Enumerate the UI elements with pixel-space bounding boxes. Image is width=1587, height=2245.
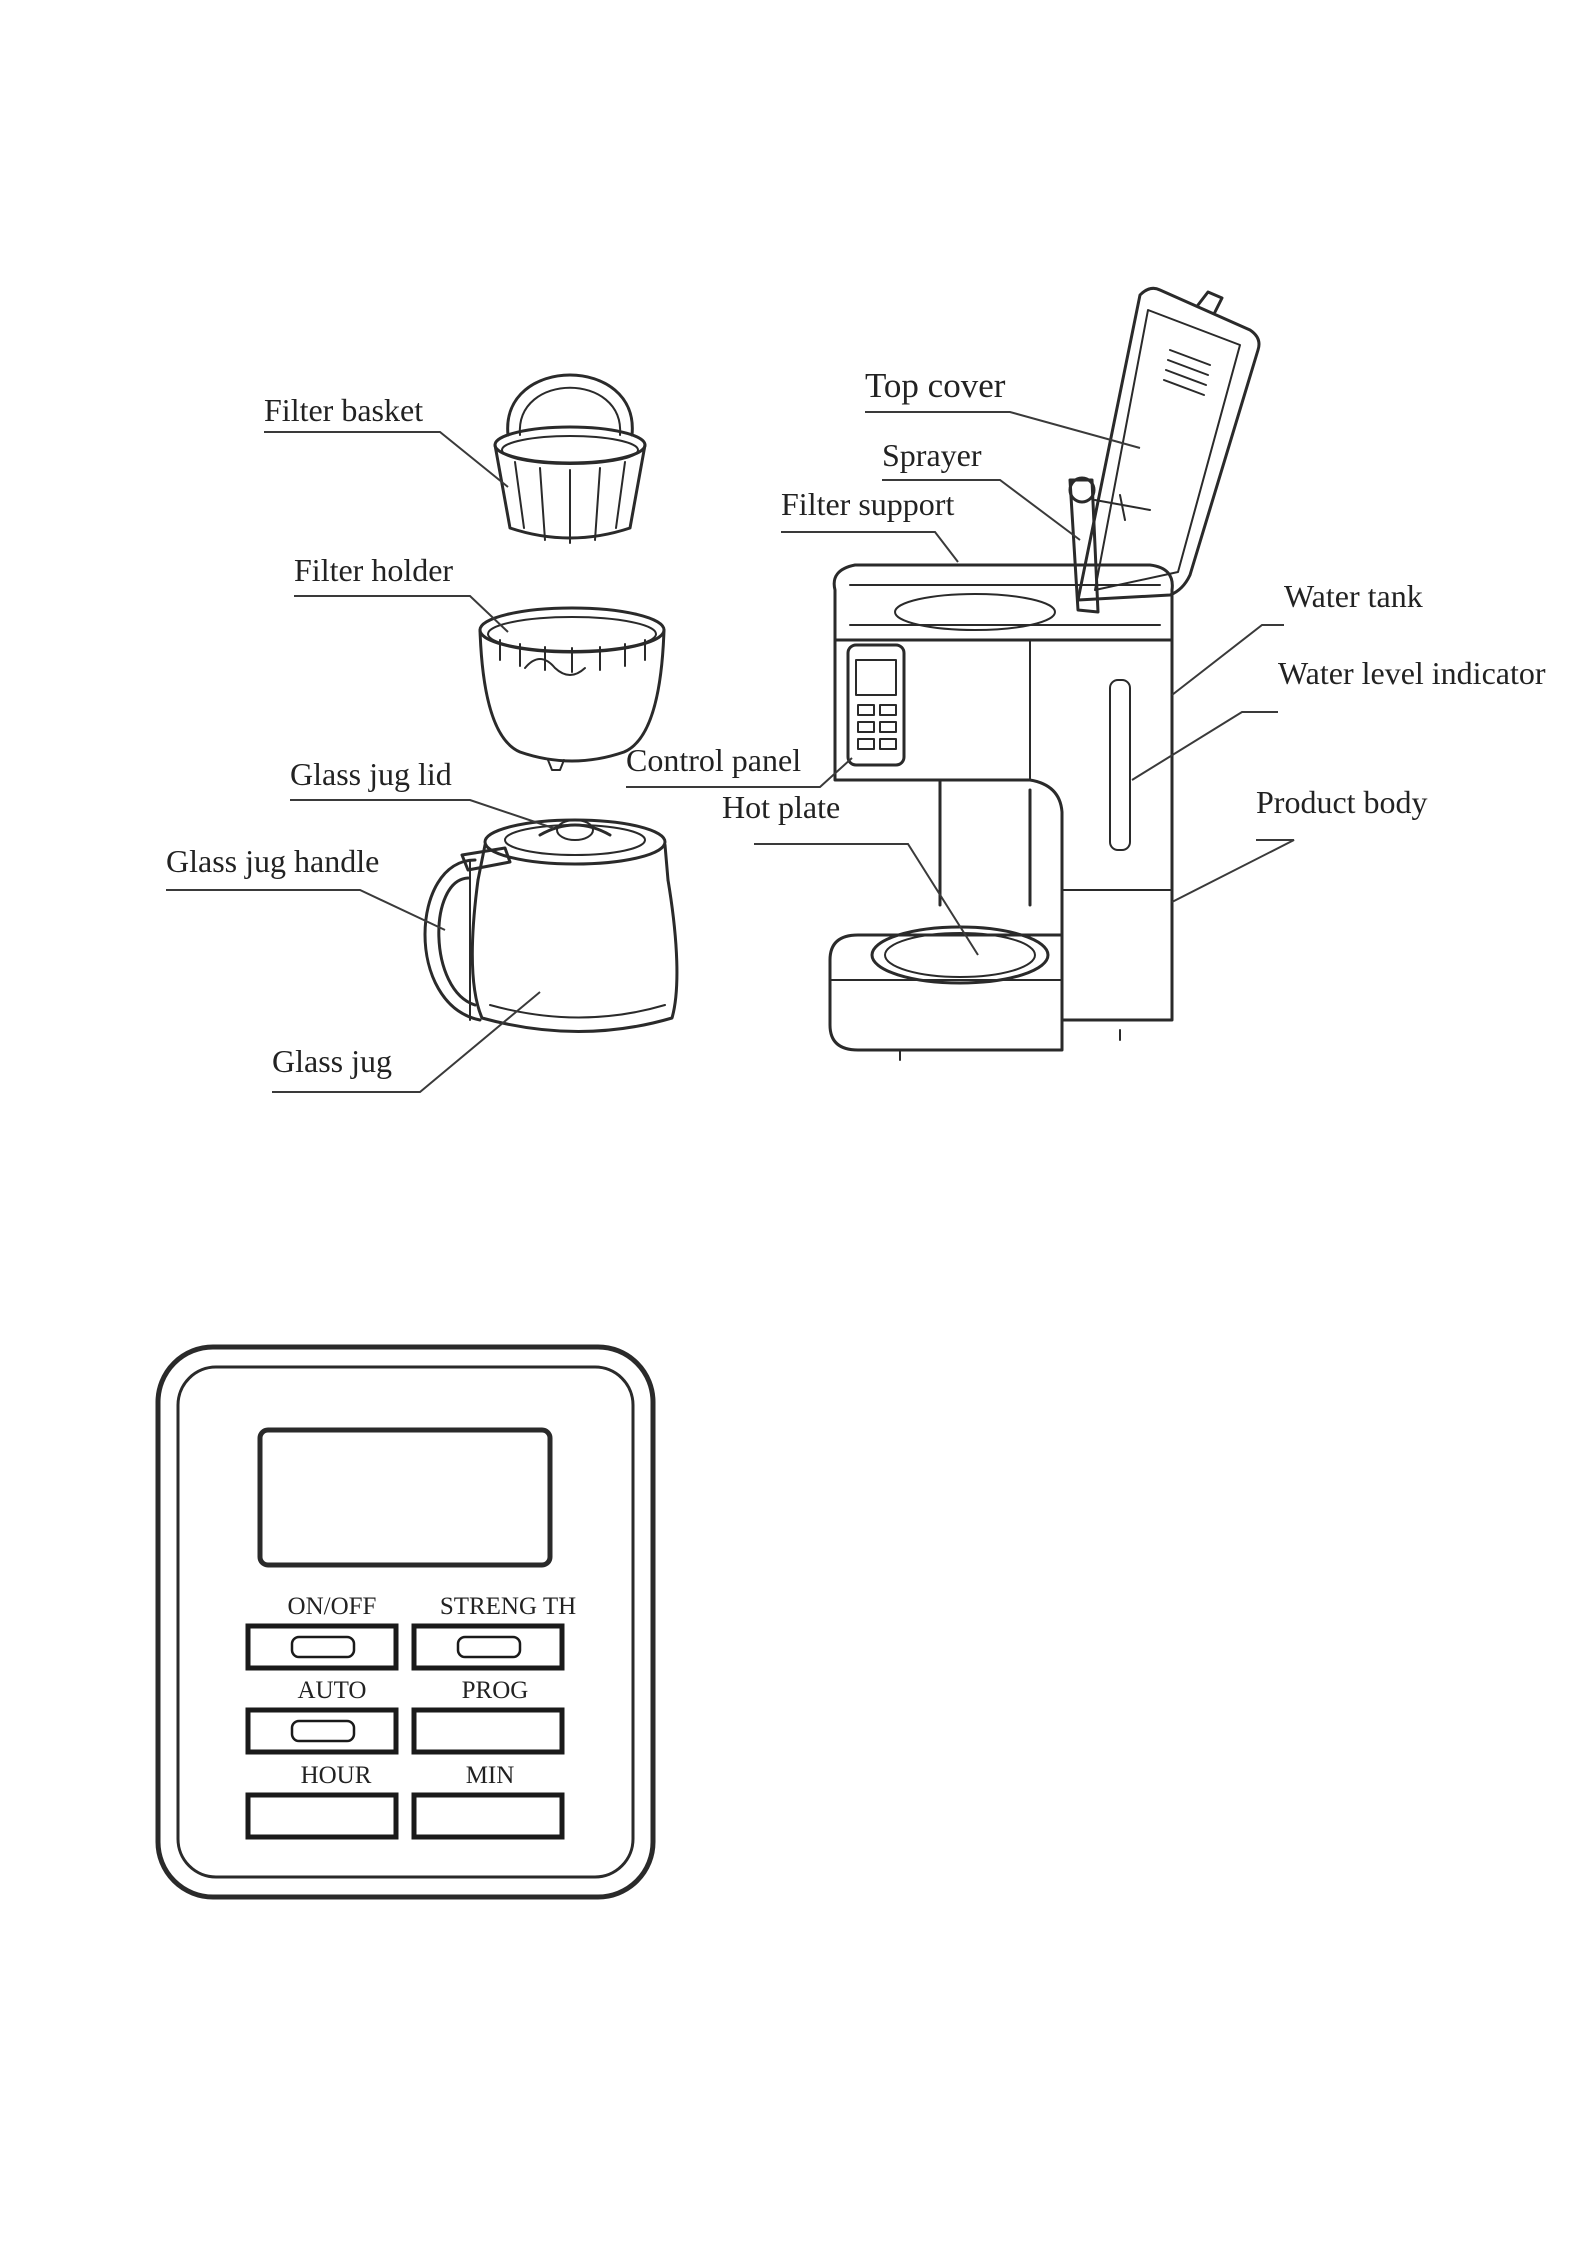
strength-indicator-icon bbox=[458, 1637, 520, 1657]
label-water-level-indicator: Water level indicator bbox=[1278, 655, 1546, 691]
label-hot-plate: Hot plate bbox=[722, 789, 840, 825]
label-control-panel: Control panel bbox=[626, 742, 801, 778]
min-button[interactable] bbox=[414, 1795, 562, 1837]
strength-button[interactable] bbox=[414, 1626, 562, 1668]
control-panel-detail: ON/OFF STRENG TH AUTO PROG HOUR MIN bbox=[158, 1347, 653, 1897]
leader-filter-basket bbox=[264, 432, 508, 487]
display-screen bbox=[260, 1430, 550, 1565]
label-hour: HOUR bbox=[301, 1762, 372, 1789]
on-off-indicator-icon bbox=[292, 1637, 354, 1657]
label-product-body: Product body bbox=[1256, 784, 1428, 820]
glass-jug-drawing bbox=[425, 820, 677, 1032]
prog-button[interactable] bbox=[414, 1710, 562, 1752]
label-glass-jug-handle: Glass jug handle bbox=[166, 843, 379, 879]
label-filter-basket: Filter basket bbox=[264, 392, 423, 428]
label-filter-support: Filter support bbox=[781, 486, 954, 522]
hour-button[interactable] bbox=[248, 1795, 396, 1837]
leader-filter-support bbox=[781, 532, 958, 562]
label-auto: AUTO bbox=[298, 1677, 367, 1704]
label-water-tank: Water tank bbox=[1284, 578, 1423, 614]
leader-glass-jug-handle bbox=[166, 890, 445, 930]
label-glass-jug: Glass jug bbox=[272, 1043, 392, 1079]
auto-button[interactable] bbox=[248, 1710, 396, 1752]
filter-basket-drawing bbox=[495, 375, 645, 543]
auto-indicator-icon bbox=[292, 1721, 354, 1741]
label-glass-jug-lid: Glass jug lid bbox=[290, 756, 452, 792]
leader-product-body bbox=[1172, 840, 1294, 902]
leader-filter-holder bbox=[294, 596, 508, 632]
leader-glass-jug-lid bbox=[290, 800, 553, 828]
label-top-cover: Top cover bbox=[865, 366, 1006, 405]
leader-hot-plate bbox=[754, 844, 978, 955]
label-sprayer: Sprayer bbox=[882, 437, 982, 473]
label-prog: PROG bbox=[462, 1677, 529, 1704]
leader-water-level-indicator bbox=[1132, 712, 1278, 780]
label-strength: STRENG TH bbox=[440, 1593, 576, 1620]
label-filter-holder: Filter holder bbox=[294, 552, 453, 588]
leader-water-tank bbox=[1172, 625, 1284, 695]
on-off-button[interactable] bbox=[248, 1626, 396, 1668]
label-on-off: ON/OFF bbox=[288, 1593, 377, 1620]
label-min: MIN bbox=[466, 1762, 515, 1789]
